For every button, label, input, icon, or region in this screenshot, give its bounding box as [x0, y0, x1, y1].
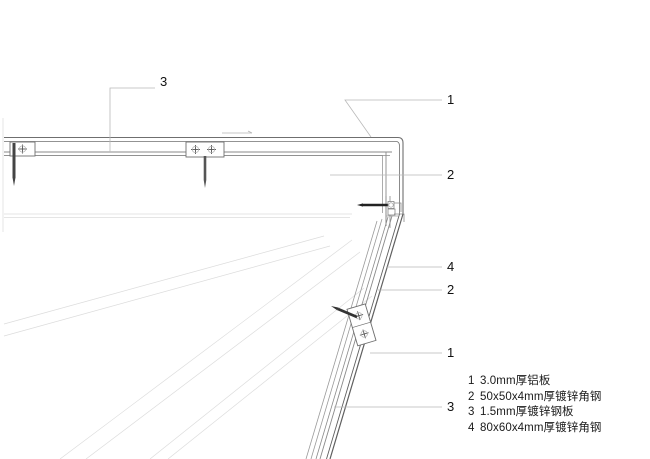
hanger-rod-middle — [203, 156, 207, 188]
legend-item-number: 3 — [468, 406, 475, 419]
legend-item-number: 1 — [468, 375, 475, 387]
callout-1-top: 1 — [447, 92, 455, 107]
legend-item-number: 4 — [468, 421, 475, 434]
bolt-plate-rake — [331, 303, 377, 347]
bolt-plate-left — [9, 141, 36, 157]
legend-item: 3 1.5mm厚镀锌钢板 — [468, 405, 648, 421]
inner-steel-sheet-rake — [315, 215, 393, 459]
legend-item: 4 80x60x4mm厚镀锌角钢 — [468, 421, 648, 437]
legend-item-text: 50x50x4mm厚镀锌角钢 — [480, 390, 602, 403]
callout-leader-lines — [109, 87, 442, 408]
inner-angle-steel-corner — [4, 151, 387, 213]
legend-item-number: 2 — [468, 390, 475, 403]
anchor-rod-rake — [331, 306, 358, 319]
callout-3-lower: 3 — [447, 399, 455, 414]
callout-2-mid: 2 — [447, 282, 455, 297]
bolt-plate-middle — [185, 141, 225, 158]
callout-3-top: 3 — [160, 74, 168, 89]
panel-direction-tick — [222, 130, 253, 134]
outer-aluminium-panel-horizontal — [4, 136, 398, 142]
legend-item: 1 3.0mm厚铝板 — [468, 374, 648, 390]
hanger-rod-left — [12, 143, 16, 186]
angle-steel-rake — [305, 218, 383, 459]
callout-1-lower: 1 — [447, 345, 455, 360]
legend-item-text: 3.0mm厚铝板 — [480, 375, 551, 387]
legend-item-text: 80x60x4mm厚镀锌角钢 — [480, 421, 602, 434]
callout-4-mid: 4 — [447, 259, 455, 274]
panel-corner-return — [395, 136, 404, 214]
reference-guide-lines — [2, 118, 373, 459]
callout-2-upper: 2 — [447, 167, 455, 182]
legend-item-text: 1.5mm厚镀锌钢板 — [480, 406, 574, 419]
legend-item: 2 50x50x4mm厚镀锌角钢 — [468, 390, 648, 406]
